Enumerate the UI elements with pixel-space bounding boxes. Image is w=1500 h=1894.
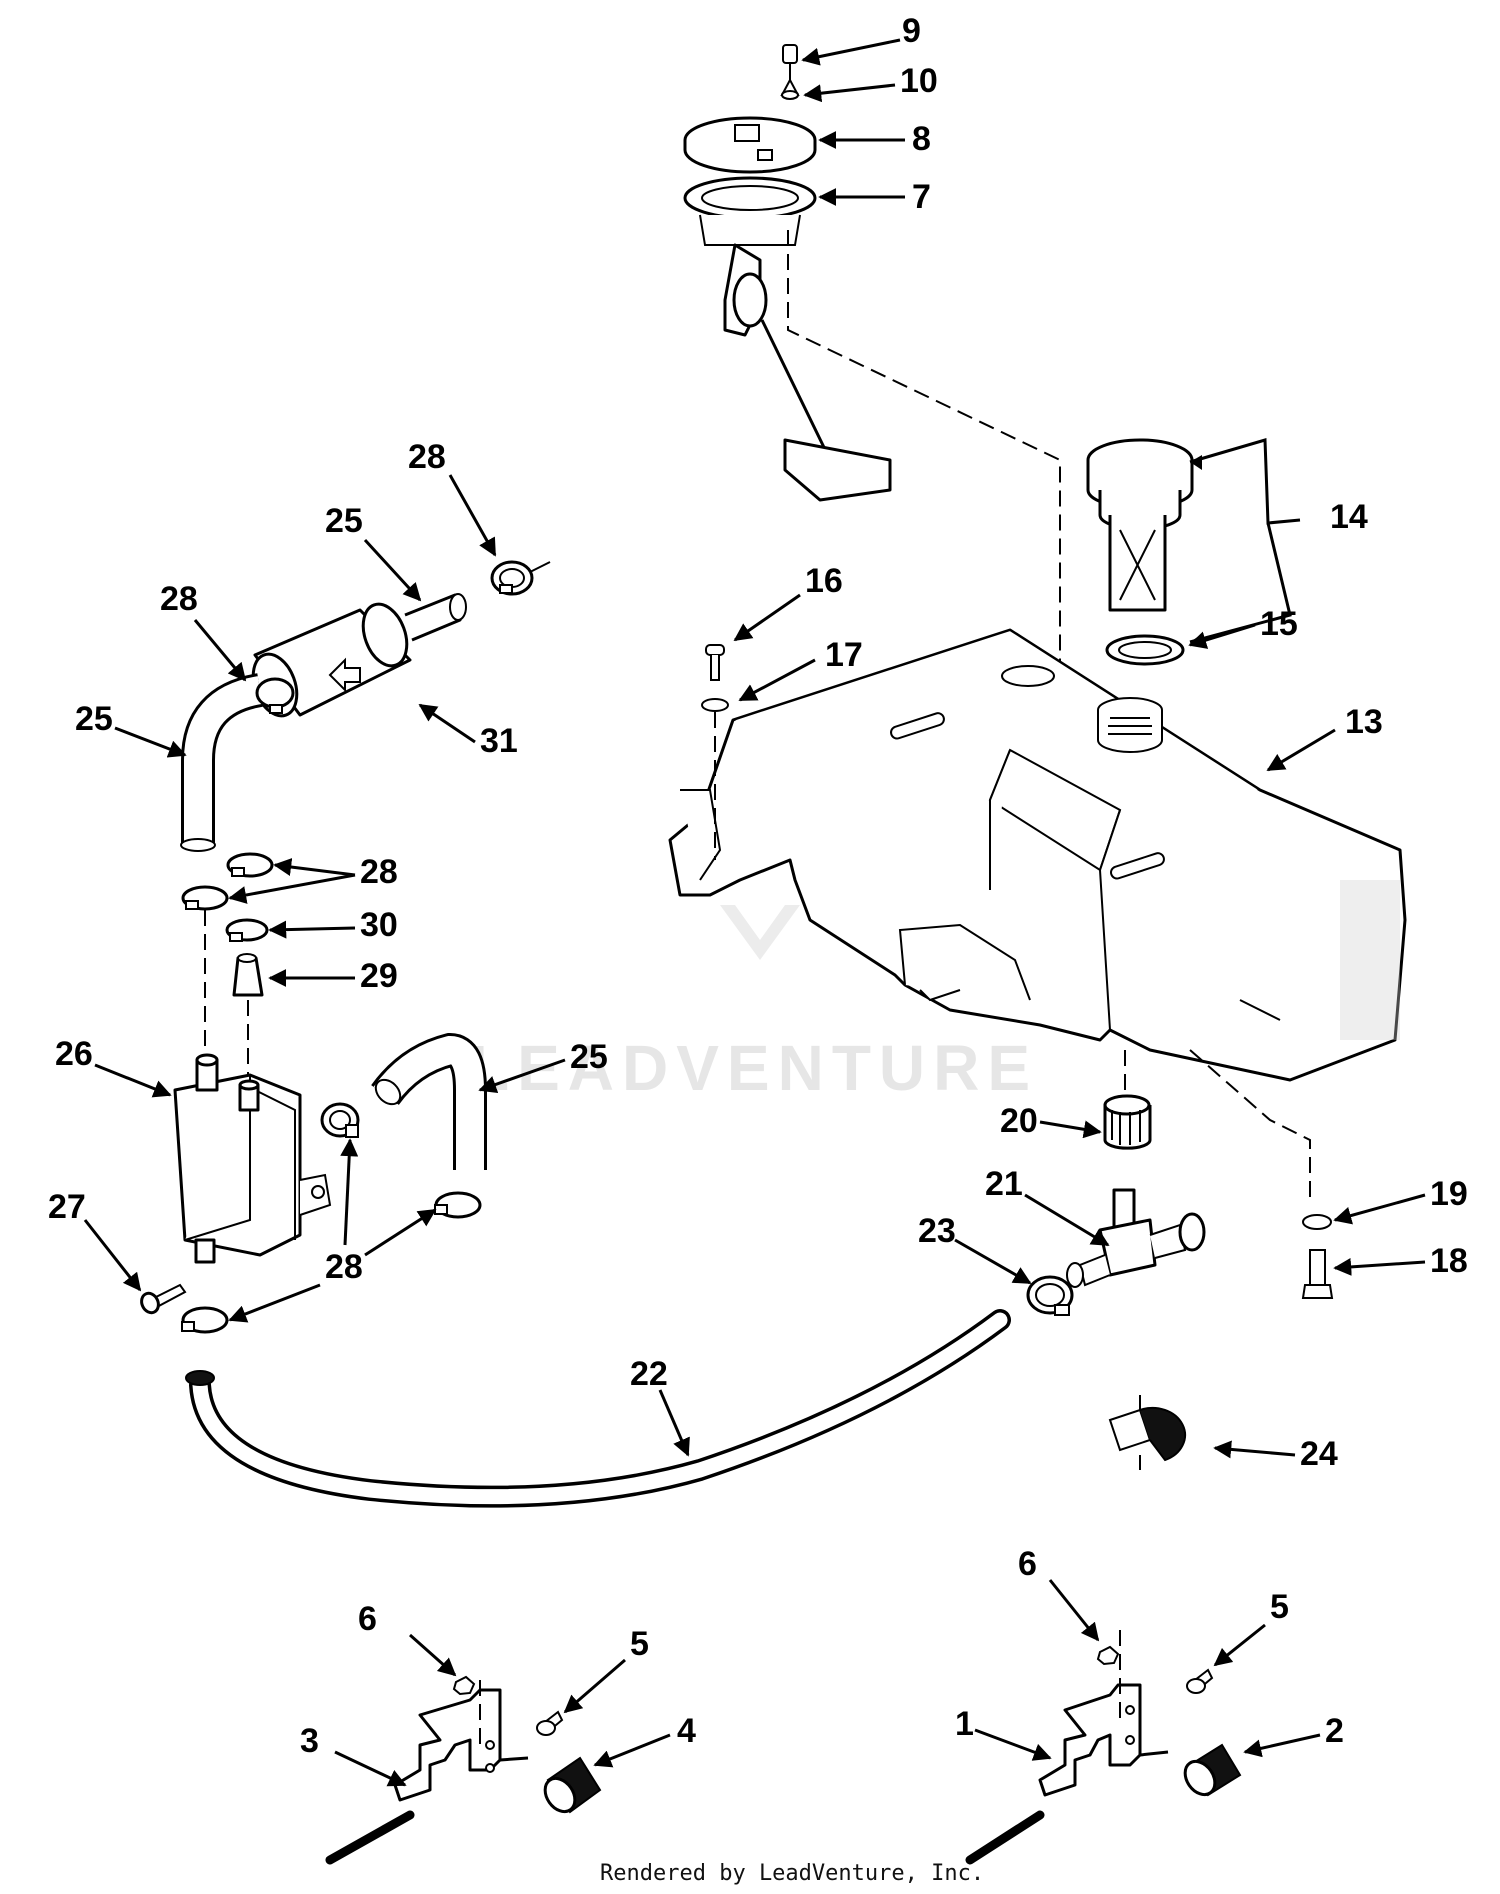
callout-13: 13 <box>1345 703 1383 741</box>
choke-bracket-1 <box>965 1683 1169 1865</box>
callout-10: 10 <box>900 62 938 100</box>
washer-19 <box>1302 1214 1332 1230</box>
gas-cap <box>1086 438 1194 666</box>
clamp-28-mid <box>255 677 295 714</box>
sending-unit <box>683 44 892 502</box>
callout-5-right: 5 <box>1270 1588 1289 1626</box>
float <box>783 438 892 502</box>
callout-5-left: 5 <box>630 1625 649 1663</box>
callout-8: 8 <box>912 120 931 158</box>
cap-29 <box>232 956 264 997</box>
throttle-bracket-3 <box>325 1688 529 1865</box>
clip-24 <box>1108 1395 1186 1470</box>
fuel-tank <box>668 628 1407 1082</box>
shutoff-valve-21 <box>1066 1188 1206 1288</box>
watermark-text: LEADVENTURE <box>470 1032 1038 1104</box>
separator-26 <box>173 1053 332 1264</box>
callout-30: 30 <box>360 906 398 944</box>
clamps-28-pair <box>181 852 274 997</box>
callout-2: 2 <box>1325 1712 1344 1750</box>
callout-6-right: 6 <box>1018 1545 1037 1583</box>
footer-credit: Rendered by LeadVenture, Inc. <box>600 1861 984 1886</box>
watermark: LEADVENTURE <box>470 905 1038 1104</box>
clamp-28-top <box>490 560 534 596</box>
callout-25-middle: 25 <box>570 1038 608 1076</box>
callout-17: 17 <box>825 636 863 674</box>
bolt-16 <box>701 644 729 860</box>
callout-27: 27 <box>48 1188 86 1226</box>
clamp-23 <box>1026 1275 1074 1316</box>
callout-14: 14 <box>1330 498 1368 536</box>
callout-7: 7 <box>912 178 931 216</box>
callout-24: 24 <box>1300 1435 1338 1473</box>
nut-6-left <box>452 1675 476 1696</box>
callout-9: 9 <box>902 12 921 50</box>
nut-6-right <box>1096 1645 1120 1666</box>
callout-25-top: 25 <box>325 502 363 540</box>
screw-27 <box>140 1283 187 1315</box>
callout-25-elbow: 25 <box>75 700 113 738</box>
knob-2 <box>1183 1743 1242 1797</box>
washer-10 <box>781 90 799 100</box>
callout-31: 31 <box>480 722 518 760</box>
callout-29: 29 <box>360 957 398 995</box>
callout-28-bottom: 28 <box>325 1248 363 1286</box>
callouts: 9 10 8 7 14 15 16 17 13 28 25 28 25 31 2… <box>48 12 1468 1760</box>
callout-6-left: 6 <box>358 1600 377 1638</box>
callout-28-pair: 28 <box>360 853 398 891</box>
callout-16: 16 <box>805 562 843 600</box>
callout-19: 19 <box>1430 1175 1468 1213</box>
clamp-28-bottom-right <box>434 1191 482 1219</box>
fuel-hose-22 <box>189 1309 1011 1508</box>
screw-5-right <box>1186 1668 1214 1694</box>
clamp-28-separator <box>320 1102 360 1138</box>
washer-17 <box>701 698 729 712</box>
callout-15: 15 <box>1260 605 1298 643</box>
screw-5-left <box>536 1710 564 1736</box>
callout-21: 21 <box>985 1165 1023 1203</box>
screw-9 <box>782 44 798 64</box>
bolt-18 <box>1301 1214 1334 1299</box>
callout-18: 18 <box>1430 1242 1468 1280</box>
callout-4: 4 <box>677 1712 696 1750</box>
clamp-28-bottom-left <box>181 1306 229 1334</box>
callout-26: 26 <box>55 1035 93 1073</box>
callout-28-elbow: 28 <box>160 580 198 618</box>
callout-3: 3 <box>300 1722 319 1760</box>
leader-lines <box>83 38 1426 1787</box>
callout-20: 20 <box>1000 1102 1038 1140</box>
callout-22: 22 <box>630 1355 668 1393</box>
callout-23: 23 <box>918 1212 956 1250</box>
bushing-20 <box>1103 1094 1152 1150</box>
callout-1: 1 <box>955 1705 974 1743</box>
callout-28-top: 28 <box>408 438 446 476</box>
knob-4 <box>543 1756 602 1814</box>
